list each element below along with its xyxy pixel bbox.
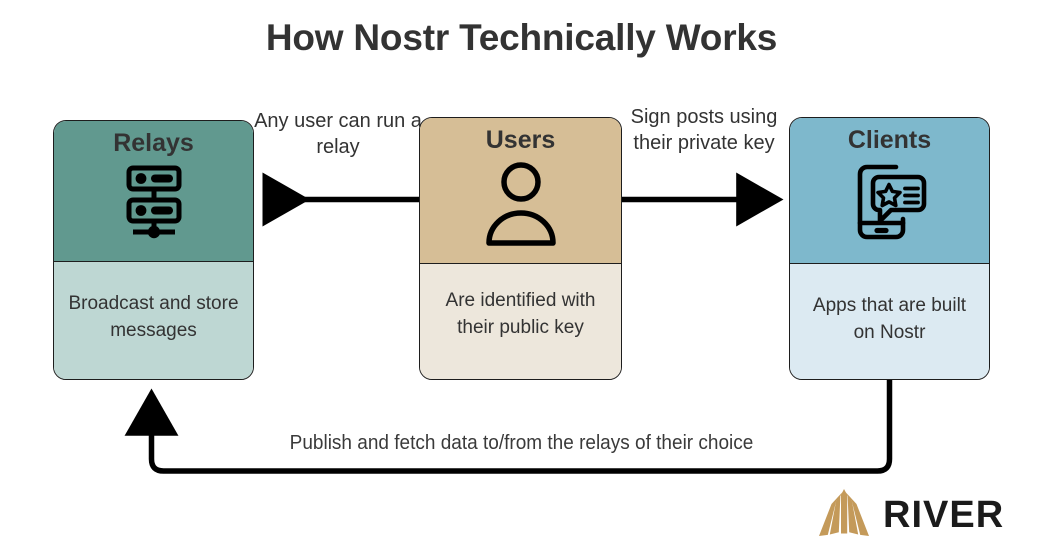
card-clients-desc: Apps that are built on Nostr bbox=[812, 295, 967, 343]
river-mountain-mark bbox=[818, 488, 870, 542]
card-clients-title: Clients bbox=[847, 126, 932, 154]
connector-label-users-to-clients: Sign posts using their private key bbox=[630, 106, 778, 154]
card-users[interactable]: Users Are identified with their public k… bbox=[419, 117, 622, 380]
card-clients-header: Clients bbox=[790, 118, 989, 264]
card-relays-desc: Broadcast and store messages bbox=[68, 293, 239, 341]
card-users-body: Are identified with their public key bbox=[420, 264, 621, 379]
server-rack-icon bbox=[117, 164, 191, 245]
connector-label-users-to-relays: Any user can run a relay bbox=[254, 110, 422, 158]
card-relays-header: Relays bbox=[54, 121, 253, 262]
card-users-header: Users bbox=[420, 118, 621, 264]
card-users-desc: Are identified with their public key bbox=[445, 290, 596, 338]
card-clients[interactable]: Clients bbox=[789, 117, 990, 380]
connector-label-clients-to-relays: Publish and fetch data to/from the relay… bbox=[289, 432, 754, 454]
arrow-clients-to-relays bbox=[124, 380, 893, 474]
card-relays-body: Broadcast and store messages bbox=[54, 262, 253, 379]
page-title: How Nostr Technically Works bbox=[265, 17, 778, 58]
phone-message-star-icon bbox=[849, 161, 931, 248]
person-icon bbox=[481, 161, 561, 252]
card-users-title: Users bbox=[485, 126, 556, 154]
river-logo: RIVER bbox=[818, 488, 1023, 542]
card-relays[interactable]: Relays Bro bbox=[53, 120, 254, 380]
card-relays-title: Relays bbox=[113, 129, 194, 157]
river-wordmark: RIVER bbox=[883, 493, 1005, 536]
card-clients-body: Apps that are built on Nostr bbox=[790, 264, 989, 379]
